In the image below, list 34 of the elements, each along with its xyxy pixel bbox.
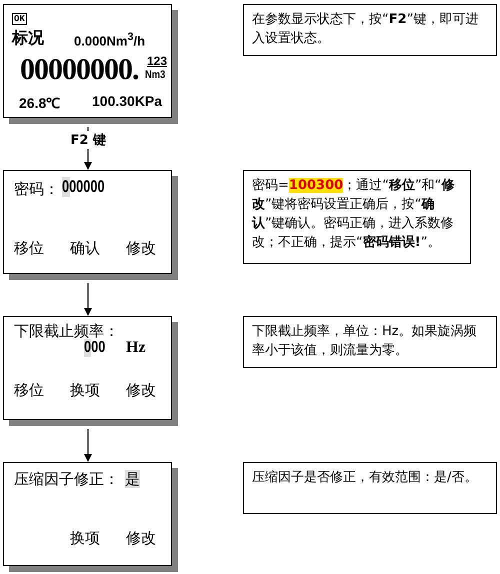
description-text: 在参数显示状态下，按“F2”键，即可进入设置状态。 [252,11,480,48]
field-label: 压缩因子修正： [14,470,119,488]
field-label: 密码： [14,180,59,198]
edge-label: F2 键 [70,131,106,149]
softkey-label: 确认 [70,239,100,257]
description-text: 下限截止频率，单位：Hz。如果旋涡频率小于该值，则流量为零。 [252,323,478,360]
arrow [84,283,92,316]
option-value: 是 [125,470,140,488]
softkey-label: 移位 [14,381,44,399]
softkey-label: 修改 [126,529,156,547]
unit-label: Nm3 [145,69,166,81]
frequency-value: 000 [84,339,106,357]
arrow [84,429,92,462]
description-text: 压缩因子是否修正，有效范围：是/否。 [252,469,478,487]
field-label: 下限截止频率： [14,322,119,340]
description-text: 密码=100300；通过“移位”和“修改”键将密码设置正确后，按“确认”键确认。密码正确，进入系数修改；不正确，提示“密码错误!”。 [252,177,456,252]
unit-label: Hz [126,339,146,357]
total-volume-value: 00000000. [20,53,138,87]
description-box [243,170,471,264]
description-box [243,4,497,56]
softkey-label: 换项 [70,381,100,399]
status-indicator: OK [12,13,27,25]
description-box [243,316,497,368]
softkey-label: 修改 [126,381,156,399]
softkey-label: 修改 [126,239,156,257]
temperature-value: 26.8℃ [19,94,60,112]
screen-label: 标况 [12,29,44,47]
description-box [243,462,497,514]
flow-rate-value: 0.000Nm$^{3}$/h [74,31,146,48]
softkey-label: 移位 [14,239,44,257]
password-value: 000000 [62,177,105,197]
pressure-value: 100.30KPa [92,93,162,109]
decimal-digits: 123 [147,55,168,67]
softkey-label: 换项 [70,529,100,547]
